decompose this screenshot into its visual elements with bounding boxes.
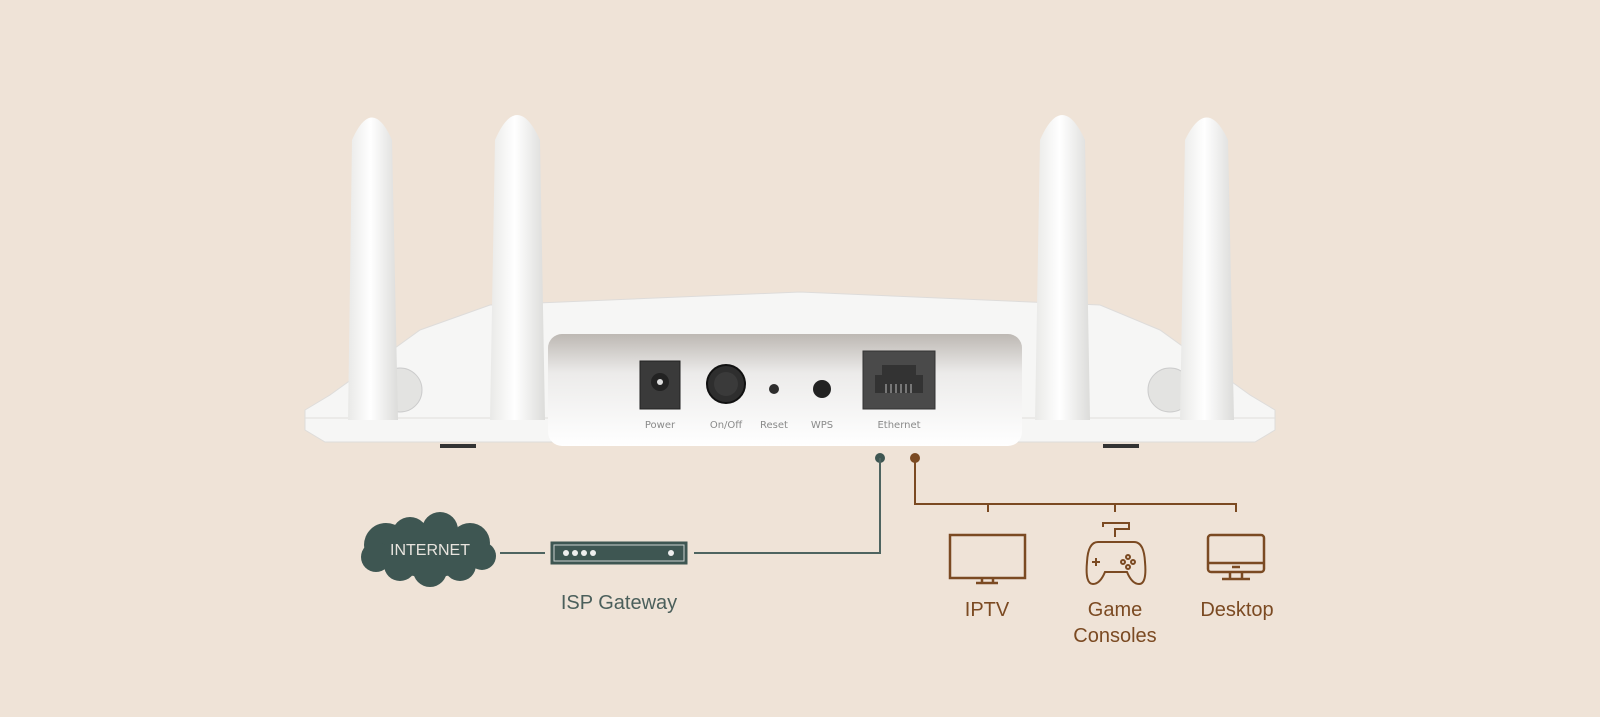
on-off-label: On/Off [709, 420, 743, 431]
tv-icon [948, 533, 1027, 585]
antenna-icon [490, 115, 545, 420]
isp-gateway-icon [550, 541, 688, 565]
ethernet-label: Ethernet [877, 420, 921, 431]
on-off-button[interactable] [706, 364, 746, 404]
wps-button[interactable] [813, 380, 831, 398]
game-consoles-label: Game Consoles [1073, 599, 1157, 647]
antenna-icon [348, 117, 423, 420]
power-port-icon [639, 360, 681, 410]
router [304, 115, 1276, 448]
gamepad-icon [1085, 522, 1147, 586]
internet-cloud-icon [361, 512, 496, 587]
antenna-icon [1147, 117, 1234, 420]
power-port-label: Power [644, 420, 676, 431]
antenna-icon [1035, 115, 1090, 420]
ethernet-port-icon [862, 350, 936, 410]
desktop-icon [1206, 533, 1266, 581]
reset-label: Reset [760, 420, 788, 431]
wan-connection [361, 453, 885, 587]
iptv-label: IPTV [964, 599, 1010, 621]
reset-button[interactable] [769, 384, 779, 394]
lan-connection [910, 453, 1237, 512]
internet-label: INTERNET [390, 542, 470, 559]
wps-label: WPS [810, 420, 834, 431]
desktop-label: Desktop [1200, 599, 1274, 621]
isp-gateway-label: ISP Gateway [560, 592, 678, 614]
